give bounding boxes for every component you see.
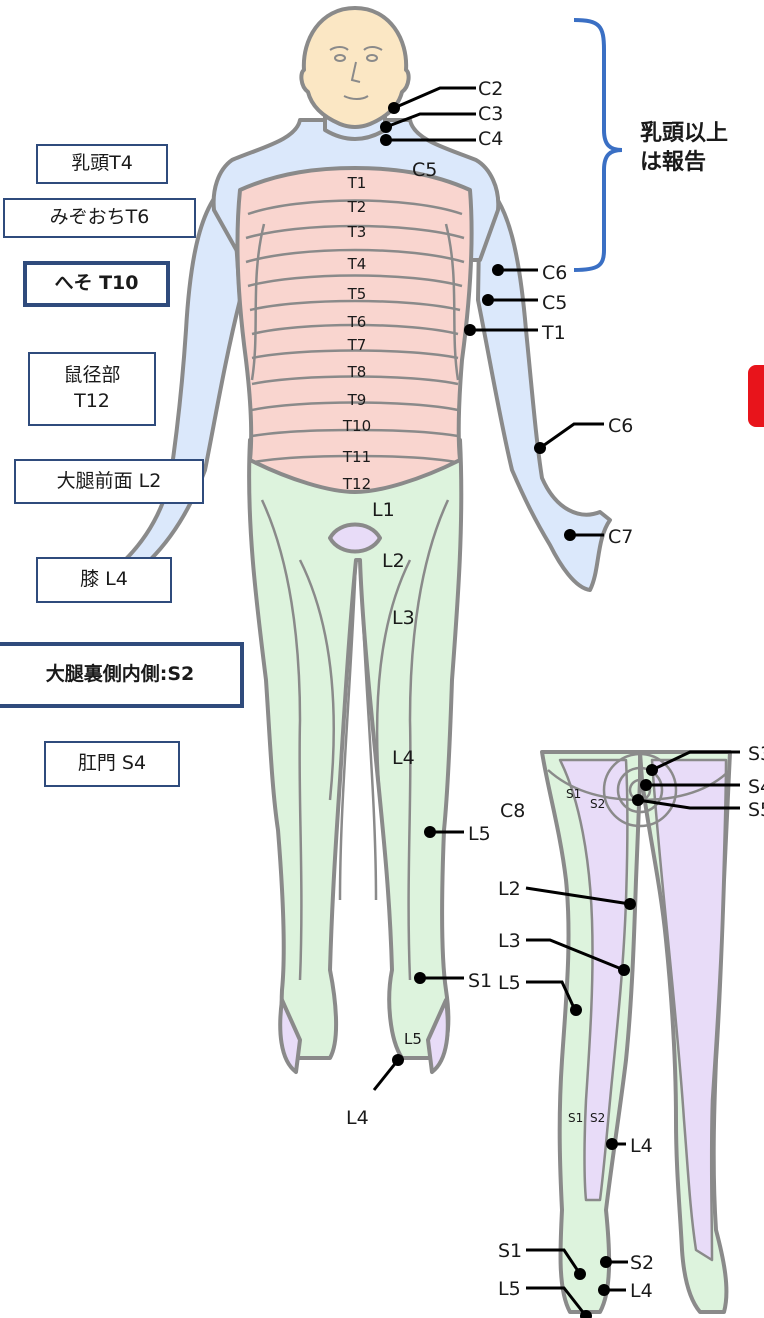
box-groin: 鼠径部 T12 xyxy=(28,352,156,426)
bracket-note-line2: は報告 xyxy=(640,149,728,178)
label-t11: T11 xyxy=(342,448,371,466)
label-l5-foot: L5 xyxy=(404,1030,422,1048)
label-t7: T7 xyxy=(347,336,367,354)
label-foot-l4: L4 xyxy=(630,1280,653,1302)
label-c5-shoulder: C5 xyxy=(412,159,437,181)
label-l5-shin: L5 xyxy=(468,823,491,845)
left-arm xyxy=(478,180,610,590)
label-foot-s2: S2 xyxy=(630,1252,654,1274)
label-back-l3: L3 xyxy=(498,930,521,952)
label-t10: T10 xyxy=(342,417,371,435)
box-anus-text: 肛門 S4 xyxy=(78,751,146,777)
label-back-l2: L2 xyxy=(498,878,521,900)
label-t3: T3 xyxy=(347,223,367,241)
label-t4: T4 xyxy=(347,255,367,273)
label-t2: T2 xyxy=(347,198,367,216)
box-knee: 膝 L4 xyxy=(36,557,172,603)
box-epigastrium-text: みぞおちT6 xyxy=(50,205,150,231)
box-ant-thigh: 大腿前面 L2 xyxy=(14,459,204,504)
box-nipple-text: 乳頭T4 xyxy=(71,151,133,177)
label-c6-hand: C6 xyxy=(608,415,633,437)
label-l1: L1 xyxy=(372,499,395,521)
label-t1-arm: T1 xyxy=(541,322,566,344)
label-back-s2: S2 xyxy=(590,797,605,811)
label-c2: C2 xyxy=(478,78,503,100)
front-body xyxy=(125,8,610,1072)
label-c4: C4 xyxy=(478,128,503,150)
label-c8: C8 xyxy=(500,800,525,822)
box-nipple: 乳頭T4 xyxy=(36,144,168,184)
box-knee-text: 膝 L4 xyxy=(80,567,128,593)
label-s1-ankle: S1 xyxy=(468,970,492,992)
box-navel: へそ T10 xyxy=(23,261,170,307)
box-groin-line1: 鼠径部 xyxy=(63,363,120,389)
label-t1: T1 xyxy=(347,174,367,192)
label-s5: S5 xyxy=(748,799,764,821)
label-t9: T9 xyxy=(347,391,367,409)
label-thigh-s1: S1 xyxy=(568,1111,583,1125)
bracket xyxy=(574,20,622,270)
bracket-note: 乳頭以上 は報告 xyxy=(640,120,728,177)
label-l4-foot: L4 xyxy=(346,1107,369,1129)
label-back-l5: L5 xyxy=(498,972,521,994)
label-t12: T12 xyxy=(342,475,371,493)
box-groin-line2: T12 xyxy=(74,389,110,415)
bracket-note-line1: 乳頭以上 xyxy=(640,120,728,149)
box-navel-text: へそ T10 xyxy=(54,271,138,297)
box-post-thigh: 大腿裏側内側:S2 xyxy=(0,642,244,708)
box-epigastrium: みぞおちT6 xyxy=(3,198,196,238)
label-l4-front: L4 xyxy=(392,747,415,769)
label-s4: S4 xyxy=(748,776,764,798)
label-back-s1: S1 xyxy=(566,787,581,801)
box-ant-thigh-text: 大腿前面 L2 xyxy=(57,469,162,495)
label-foot-l5: L5 xyxy=(498,1278,521,1300)
box-post-thigh-text: 大腿裏側内側:S2 xyxy=(46,662,195,688)
label-t8: T8 xyxy=(347,363,367,381)
label-back-l4: L4 xyxy=(630,1135,653,1157)
label-c3: C3 xyxy=(478,103,503,125)
back-legs xyxy=(542,752,730,1312)
label-thigh-s2: S2 xyxy=(590,1111,605,1125)
label-c6-arm: C6 xyxy=(542,262,567,284)
label-t5: T5 xyxy=(347,285,367,303)
groin xyxy=(330,525,380,552)
box-anus: 肛門 S4 xyxy=(44,741,180,787)
label-t6: T6 xyxy=(347,313,367,331)
label-c5-arm: C5 xyxy=(542,292,567,314)
label-foot-s1: S1 xyxy=(498,1240,522,1262)
red-tab xyxy=(748,365,764,427)
label-s3: S3 xyxy=(748,743,764,765)
label-l3: L3 xyxy=(392,607,415,629)
label-l2: L2 xyxy=(382,550,405,572)
label-c7: C7 xyxy=(608,526,633,548)
